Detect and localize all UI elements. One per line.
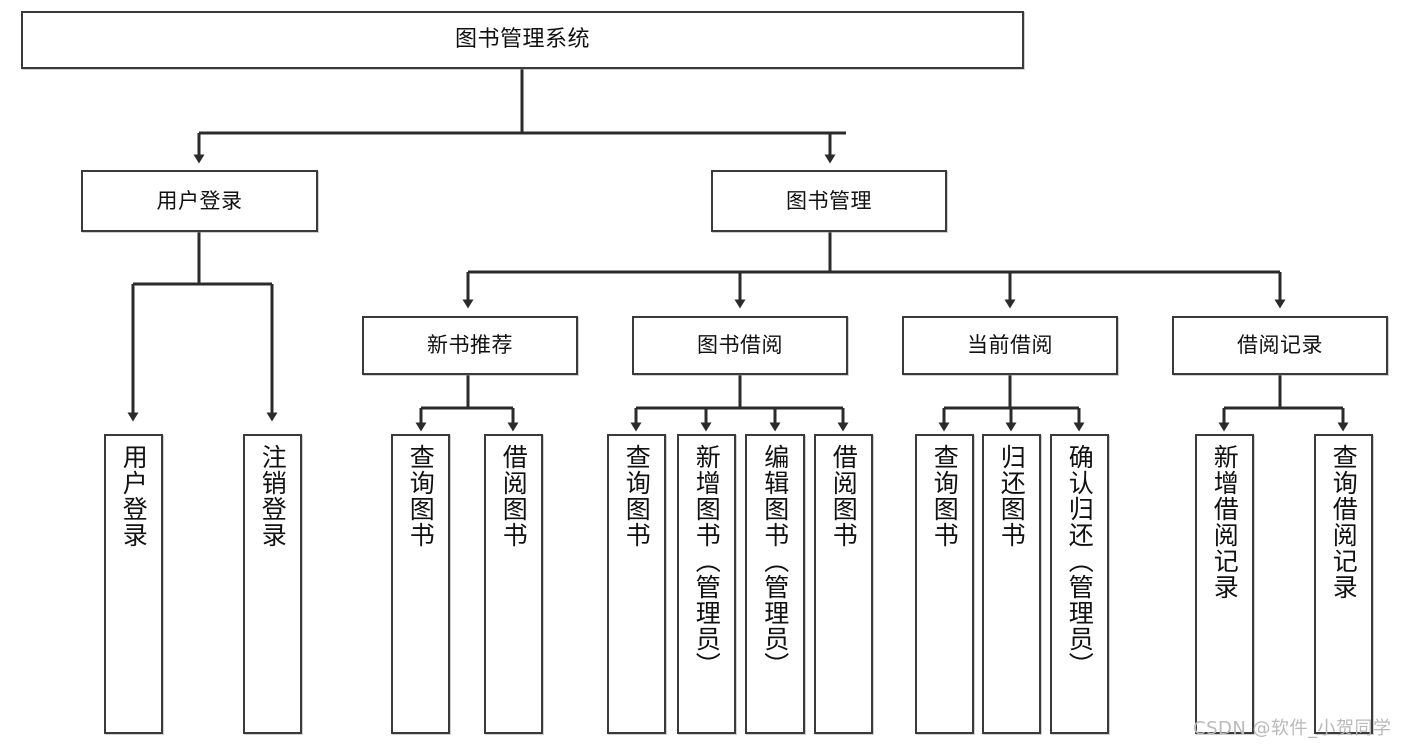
node-leaf-query-book-3-label: 查询图书 [930, 444, 960, 548]
watermark-text: CSDN @软件_小贺同学 [1193, 718, 1392, 739]
node-leaf-user-logout-label: 注销登录 [258, 444, 288, 548]
node-current-borrow[interactable]: 当前借阅 [902, 316, 1118, 375]
node-leaf-return-book[interactable]: 归还图书 [982, 434, 1041, 734]
node-leaf-edit-book[interactable]: 编辑图书（管理员） [745, 434, 805, 734]
node-leaf-user-logout[interactable]: 注销登录 [243, 434, 302, 734]
node-root[interactable]: 图书管理系统 [21, 11, 1024, 69]
node-book-manage[interactable]: 图书管理 [711, 170, 947, 232]
node-leaf-confirm-return-label: 确认归还（管理员） [1065, 444, 1095, 678]
node-leaf-add-book[interactable]: 新增图书（管理员） [677, 434, 736, 734]
node-book-borrow-label: 图书借阅 [697, 333, 783, 358]
node-leaf-query-book-3[interactable]: 查询图书 [915, 434, 974, 734]
node-leaf-query-record-label: 查询借阅记录 [1329, 444, 1359, 600]
node-user-login[interactable]: 用户登录 [81, 170, 318, 232]
node-leaf-borrow-book-2[interactable]: 借阅图书 [814, 434, 873, 734]
node-leaf-add-book-label: 新增图书（管理员） [692, 444, 722, 678]
node-current-borrow-label: 当前借阅 [967, 333, 1053, 358]
node-leaf-add-record-label: 新增借阅记录 [1210, 444, 1240, 600]
node-leaf-return-book-label: 归还图书 [997, 444, 1027, 548]
node-leaf-add-record[interactable]: 新增借阅记录 [1195, 434, 1254, 734]
node-new-book-recommend[interactable]: 新书推荐 [362, 316, 578, 375]
node-leaf-query-record[interactable]: 查询借阅记录 [1314, 434, 1373, 734]
node-leaf-edit-book-label: 编辑图书（管理员） [760, 444, 790, 678]
node-user-login-label: 用户登录 [156, 188, 243, 213]
node-borrow-record-label: 借阅记录 [1237, 333, 1323, 358]
node-book-manage-label: 图书管理 [786, 188, 872, 213]
node-leaf-query-book-1[interactable]: 查询图书 [391, 434, 450, 734]
node-leaf-borrow-book-1-label: 借阅图书 [499, 444, 529, 548]
node-leaf-borrow-book-1[interactable]: 借阅图书 [484, 434, 543, 734]
node-leaf-user-login-label: 用户登录 [119, 444, 149, 548]
node-leaf-confirm-return[interactable]: 确认归还（管理员） [1050, 434, 1109, 734]
node-root-label: 图书管理系统 [454, 27, 590, 53]
node-borrow-record[interactable]: 借阅记录 [1172, 316, 1388, 375]
node-leaf-query-book-2[interactable]: 查询图书 [607, 434, 666, 734]
node-leaf-user-login[interactable]: 用户登录 [104, 434, 163, 734]
node-leaf-query-book-2-label: 查询图书 [622, 444, 652, 548]
node-book-borrow[interactable]: 图书借阅 [632, 316, 848, 375]
node-leaf-borrow-book-2-label: 借阅图书 [829, 444, 859, 548]
node-new-book-recommend-label: 新书推荐 [427, 333, 513, 358]
node-leaf-query-book-1-label: 查询图书 [406, 444, 436, 548]
